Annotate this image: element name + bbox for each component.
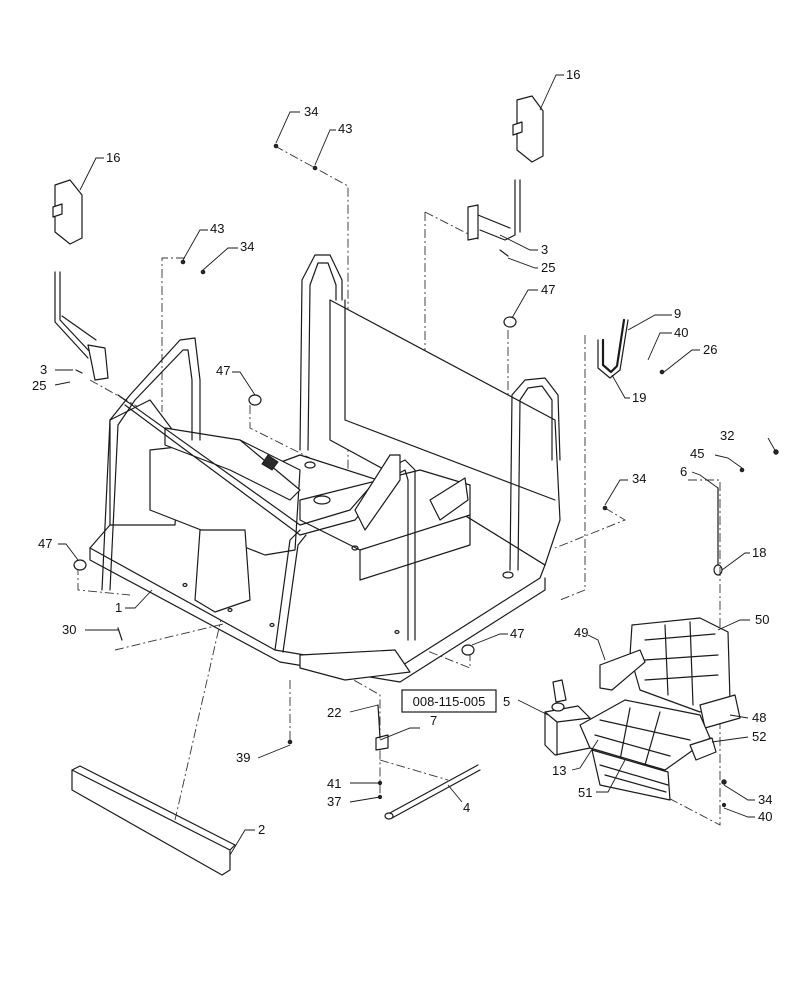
callout-4: 4 — [463, 800, 470, 815]
callout-3: 3 — [40, 362, 47, 377]
callout-25: 25 — [541, 260, 555, 275]
callout-34: 34 — [632, 471, 646, 486]
callout-13: 13 — [552, 763, 566, 778]
callout-43: 43 — [210, 221, 224, 236]
callout-5: 5 — [503, 694, 510, 709]
bottom-cover — [71, 765, 236, 876]
callout-34: 34 — [758, 792, 772, 807]
callout-16: 16 — [566, 67, 580, 82]
callouts: 16 16 34 43 43 34 3 25 3 25 47 47 47 47 … — [32, 67, 772, 837]
callout-40: 40 — [758, 809, 772, 824]
callout-1: 1 — [115, 600, 122, 615]
callout-41: 41 — [327, 776, 341, 791]
reference-label: 008-115-005 — [413, 694, 486, 709]
cab-frame — [89, 254, 561, 683]
callout-50: 50 — [755, 612, 769, 627]
callout-45: 45 — [690, 446, 704, 461]
joystick-console — [544, 679, 591, 756]
callout-40: 40 — [674, 325, 688, 340]
callout-34: 34 — [240, 239, 254, 254]
callout-2: 2 — [258, 822, 265, 837]
callout-25: 25 — [32, 378, 46, 393]
hardware — [73, 143, 779, 808]
rod — [384, 764, 481, 820]
callout-30: 30 — [62, 622, 76, 637]
callout-9: 9 — [674, 306, 681, 321]
callout-3: 3 — [541, 242, 548, 257]
callout-22: 22 — [327, 705, 341, 720]
callout-49: 49 — [574, 625, 588, 640]
callout-47: 47 — [216, 363, 230, 378]
leader-lines — [54, 74, 777, 856]
callout-48: 48 — [752, 710, 766, 725]
mirror-bracket-right — [467, 179, 521, 241]
callout-7: 7 — [430, 713, 437, 728]
callout-19: 19 — [632, 390, 646, 405]
callout-47: 47 — [510, 626, 524, 641]
mirror-right — [512, 95, 544, 163]
callout-16: 16 — [106, 150, 120, 165]
callout-51: 51 — [578, 785, 592, 800]
callout-47: 47 — [38, 536, 52, 551]
callout-34: 34 — [304, 104, 318, 119]
callout-37: 37 — [327, 794, 341, 809]
callout-39: 39 — [236, 750, 250, 765]
callout-26: 26 — [703, 342, 717, 357]
mirror-bracket-left — [54, 271, 109, 381]
callout-43: 43 — [338, 121, 352, 136]
mirror-left — [52, 179, 83, 245]
callout-18: 18 — [752, 545, 766, 560]
reference-box[interactable]: 008-115-005 — [401, 689, 497, 713]
callout-32: 32 — [720, 428, 734, 443]
operator-seat — [579, 617, 741, 801]
callout-47: 47 — [541, 282, 555, 297]
callout-6: 6 — [680, 464, 687, 479]
callout-52: 52 — [752, 729, 766, 744]
